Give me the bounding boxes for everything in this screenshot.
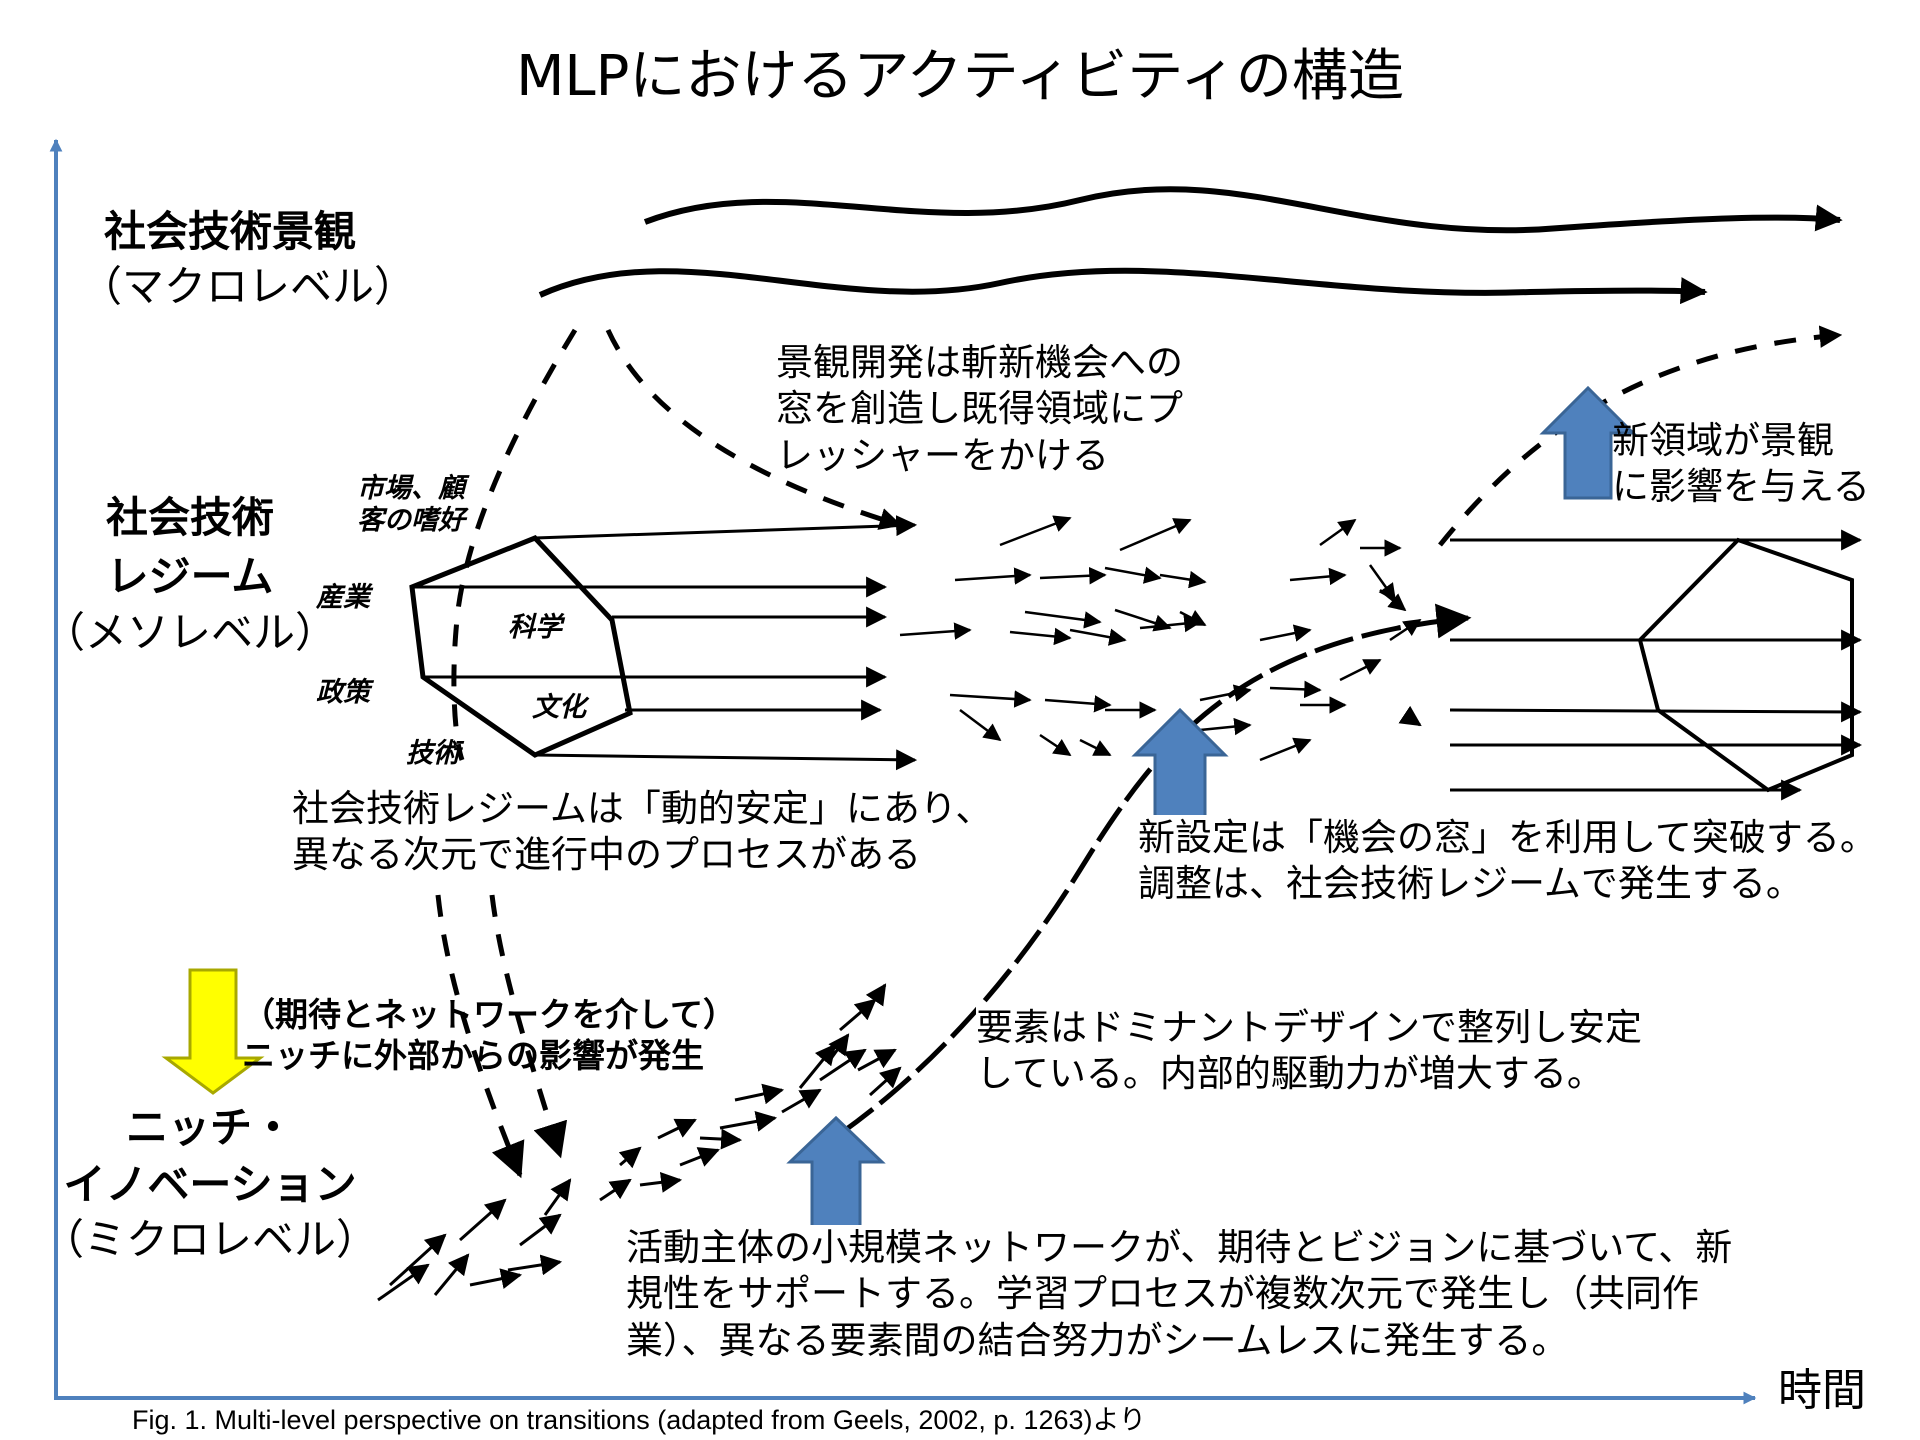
x-axis-label: 時間	[1778, 1365, 1866, 1416]
note-external-influence: （期待とネットワークを介して） ニッチに外部からの影響が発生	[242, 995, 737, 1076]
landscape-trends	[538, 186, 1843, 305]
regime-arrows-right	[1398, 529, 1863, 801]
regime-turbulence-arrows	[899, 515, 1422, 762]
note-breakthrough: 新設定は「機会の窓」を利用して突破する。 調整は、社会技術レジームで発生する。	[1138, 815, 1877, 908]
label-market: 市場、顧 客の嗜好	[357, 473, 465, 537]
level-regime-name-2: レジーム	[106, 552, 274, 601]
label-technology: 技術	[406, 738, 460, 769]
up-arrow-breakthrough	[1131, 707, 1229, 822]
regime-hexagon-left	[409, 535, 633, 758]
axes	[49, 138, 1757, 1405]
level-niche-name-2: イノベーション	[63, 1160, 357, 1209]
label-industry: 産業	[316, 582, 370, 613]
figure-caption: Fig. 1. Multi-level perspective on trans…	[132, 1405, 1146, 1435]
note-regime-stability: 社会技術レジームは「動的安定」にあり、 異なる次元で進行中のプロセスがある	[292, 786, 993, 879]
note-landscape-pressure: 景観開発は斬新機会への 窓を創造し既得領域にプ レッシャーをかける	[776, 340, 1183, 479]
regime-hexagon-right	[1637, 537, 1854, 793]
niche-arrows	[377, 983, 902, 1302]
label-policy: 政策	[316, 677, 370, 708]
level-regime-sub: （メソレベル）	[42, 608, 337, 657]
up-arrow-niche	[786, 1115, 886, 1230]
label-culture: 文化	[532, 692, 586, 723]
note-dominant-design: 要素はドミナントデザインで整列し安定 している。内部的駆動力が増大する。	[976, 1005, 1642, 1098]
level-landscape-sub: （マクロレベル）	[80, 262, 417, 311]
label-science: 科学	[508, 612, 562, 643]
level-niche-name-1: ニッチ・	[125, 1103, 294, 1152]
external-influence-paths	[435, 894, 568, 1179]
diagram-title: MLPにおけるアクティビティの構造	[516, 44, 1404, 109]
regime-arrows-left	[412, 515, 918, 771]
level-landscape-name: 社会技術景観	[103, 207, 356, 256]
down-arrow-external	[161, 968, 265, 1095]
up-arrow-landscape	[1539, 385, 1637, 500]
level-niche-sub: （ミクロレベル）	[41, 1215, 378, 1264]
note-new-landscape: 新領域が景観 に影響を与える	[1612, 419, 1870, 509]
note-niche-networks: 活動主体の小規模ネットワークが、期待とビジョンに基づいて、新 規性をサポートする…	[626, 1225, 1733, 1364]
level-regime-name-1: 社会技術	[105, 493, 274, 542]
